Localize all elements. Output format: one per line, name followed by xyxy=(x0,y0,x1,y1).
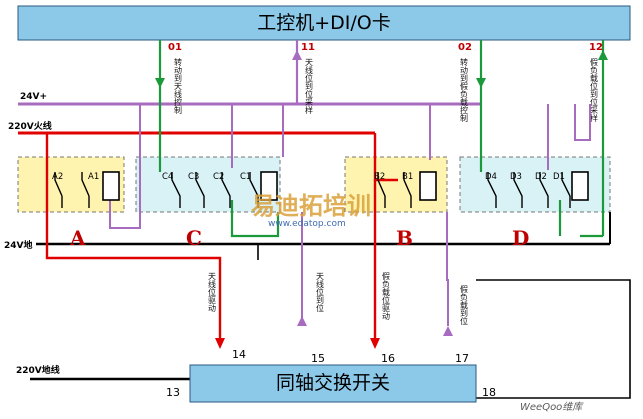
pin-17: 17 xyxy=(455,352,469,365)
pin16-arrow xyxy=(370,338,380,349)
group-label-b: B xyxy=(396,226,413,250)
coax-switch-title: 同轴交换开关 xyxy=(276,372,390,394)
pin-15: 15 xyxy=(311,352,325,365)
relay-b-coil xyxy=(419,171,437,201)
ch12-desc: 假负载位到位采样 xyxy=(590,58,599,123)
contact-b1: B1 xyxy=(402,172,413,182)
rail-24v-gnd-label: 24V地 xyxy=(4,239,33,251)
relay-a-coil xyxy=(102,171,120,201)
contact-c2: C2 xyxy=(213,172,224,182)
contact-b2: B2 xyxy=(374,172,385,182)
rail-24v-plus-label: 24V+ xyxy=(20,92,47,102)
purple-returns xyxy=(301,212,449,326)
relay-contacts xyxy=(54,172,571,208)
ch01-desc: 转动到天线控制 xyxy=(174,57,183,115)
contact-d2: D2 xyxy=(535,172,547,182)
pin17-arrow xyxy=(443,326,453,336)
pin-14: 14 xyxy=(232,348,246,361)
red-wiring xyxy=(45,133,398,338)
pin18-loop xyxy=(476,279,631,399)
relay-d-coil xyxy=(571,171,589,201)
relay-c-coil xyxy=(260,171,278,201)
ch11-desc: 天线位到位采样 xyxy=(305,58,314,115)
contact-d4: D4 xyxy=(485,172,497,182)
pin-16: 16 xyxy=(381,352,395,365)
ch01-arrow xyxy=(155,78,165,88)
ch02-arrow xyxy=(476,78,486,88)
contact-a1: A1 xyxy=(88,172,99,182)
pin14-arrow xyxy=(215,338,225,349)
ch02-id: 02 xyxy=(458,42,472,53)
sig-dummy-inplace: 假负载到位 xyxy=(460,285,469,325)
ipc-box xyxy=(17,5,631,41)
ch12-id: 12 xyxy=(589,42,603,53)
contact-c1: C1 xyxy=(240,172,251,182)
sig-antenna-drive: 天线位驱动 xyxy=(208,272,217,313)
ch12-arrow xyxy=(598,50,608,60)
contact-d1: D1 xyxy=(553,172,565,182)
contact-a2: A2 xyxy=(52,172,63,182)
group-label-a: A xyxy=(69,226,86,250)
coax-switch-box xyxy=(189,364,477,403)
sig-antenna-inplace: 天线位到位 xyxy=(316,272,325,312)
rail-220v-gnd-label: 220V地线 xyxy=(16,364,60,376)
rail-220v-live-label: 220V火线 xyxy=(8,120,52,132)
purple-wiring xyxy=(109,104,591,229)
ch01-id: 01 xyxy=(168,42,182,53)
contact-c4: C4 xyxy=(162,172,173,182)
ch11-id: 11 xyxy=(301,42,315,53)
sig-dummy-drive: 假负载位驱动 xyxy=(382,272,391,321)
group-label-c: C xyxy=(186,226,202,250)
pin15-arrow xyxy=(297,316,307,326)
contact-c3: C3 xyxy=(188,172,199,182)
contact-d3: D3 xyxy=(510,172,522,182)
ch11-arrow xyxy=(292,50,302,60)
pin-13: 13 xyxy=(166,386,180,399)
watermark-corner: WeeQoo维库 xyxy=(520,401,584,413)
ipc-box-title: 工控机+DI/O卡 xyxy=(257,12,391,34)
group-label-d: D xyxy=(512,226,529,250)
ch02-desc: 转动到假负载控制 xyxy=(460,57,469,123)
watermark-site-title: 易迪拓培训 xyxy=(251,192,371,220)
pin-18: 18 xyxy=(482,386,496,399)
green-wiring xyxy=(230,200,562,238)
watermark-site-url: www.edatop.com xyxy=(268,219,346,229)
